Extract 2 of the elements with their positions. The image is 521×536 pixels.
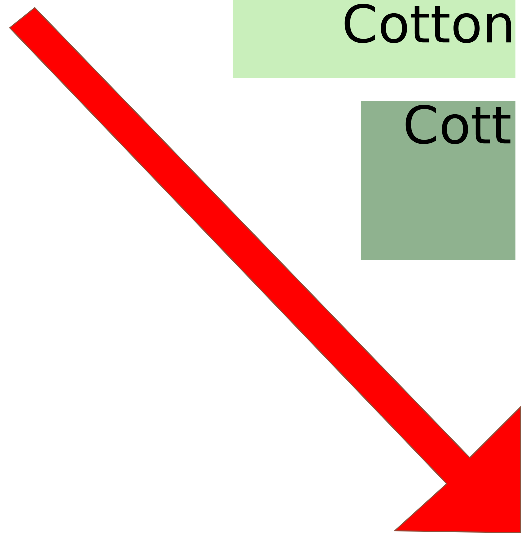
label-box: Cott [361,101,516,260]
label-box: Cotton [233,0,516,78]
